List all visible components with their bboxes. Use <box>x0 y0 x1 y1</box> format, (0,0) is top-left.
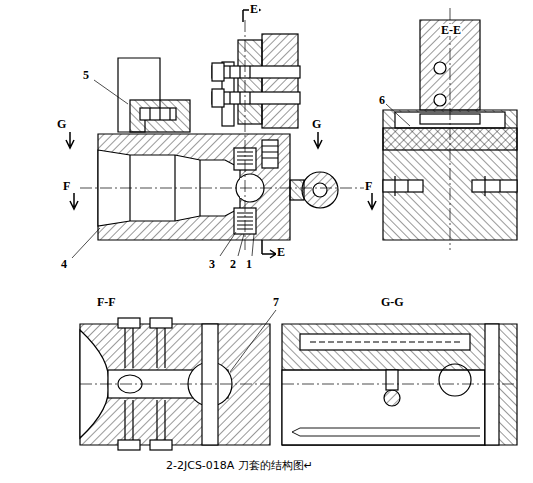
section-g-g <box>282 324 517 445</box>
callout-number: 7 <box>272 296 280 308</box>
section-letter: F <box>62 180 71 192</box>
view-title: F-F <box>96 296 117 308</box>
callout-number: 3 <box>208 258 216 270</box>
main-view <box>66 6 376 258</box>
section-letter: F <box>364 180 373 192</box>
section-letter: E <box>249 3 259 15</box>
callout-number: 5 <box>82 69 90 81</box>
callout-number: 1 <box>245 258 253 270</box>
section-f-f <box>80 310 276 450</box>
section-letter: G <box>56 118 67 130</box>
callout-number: 2 <box>229 258 237 270</box>
section-letter: E <box>276 246 286 258</box>
section-e-e <box>383 8 517 250</box>
callout-number: 6 <box>378 94 386 106</box>
figure-caption: 2-2JCS-018A 刀套的结构图↵ <box>166 460 313 471</box>
view-title: G-G <box>380 296 405 308</box>
callout-number: 4 <box>60 258 68 270</box>
view-title: E-E <box>440 24 462 36</box>
section-letter: G <box>311 118 322 130</box>
